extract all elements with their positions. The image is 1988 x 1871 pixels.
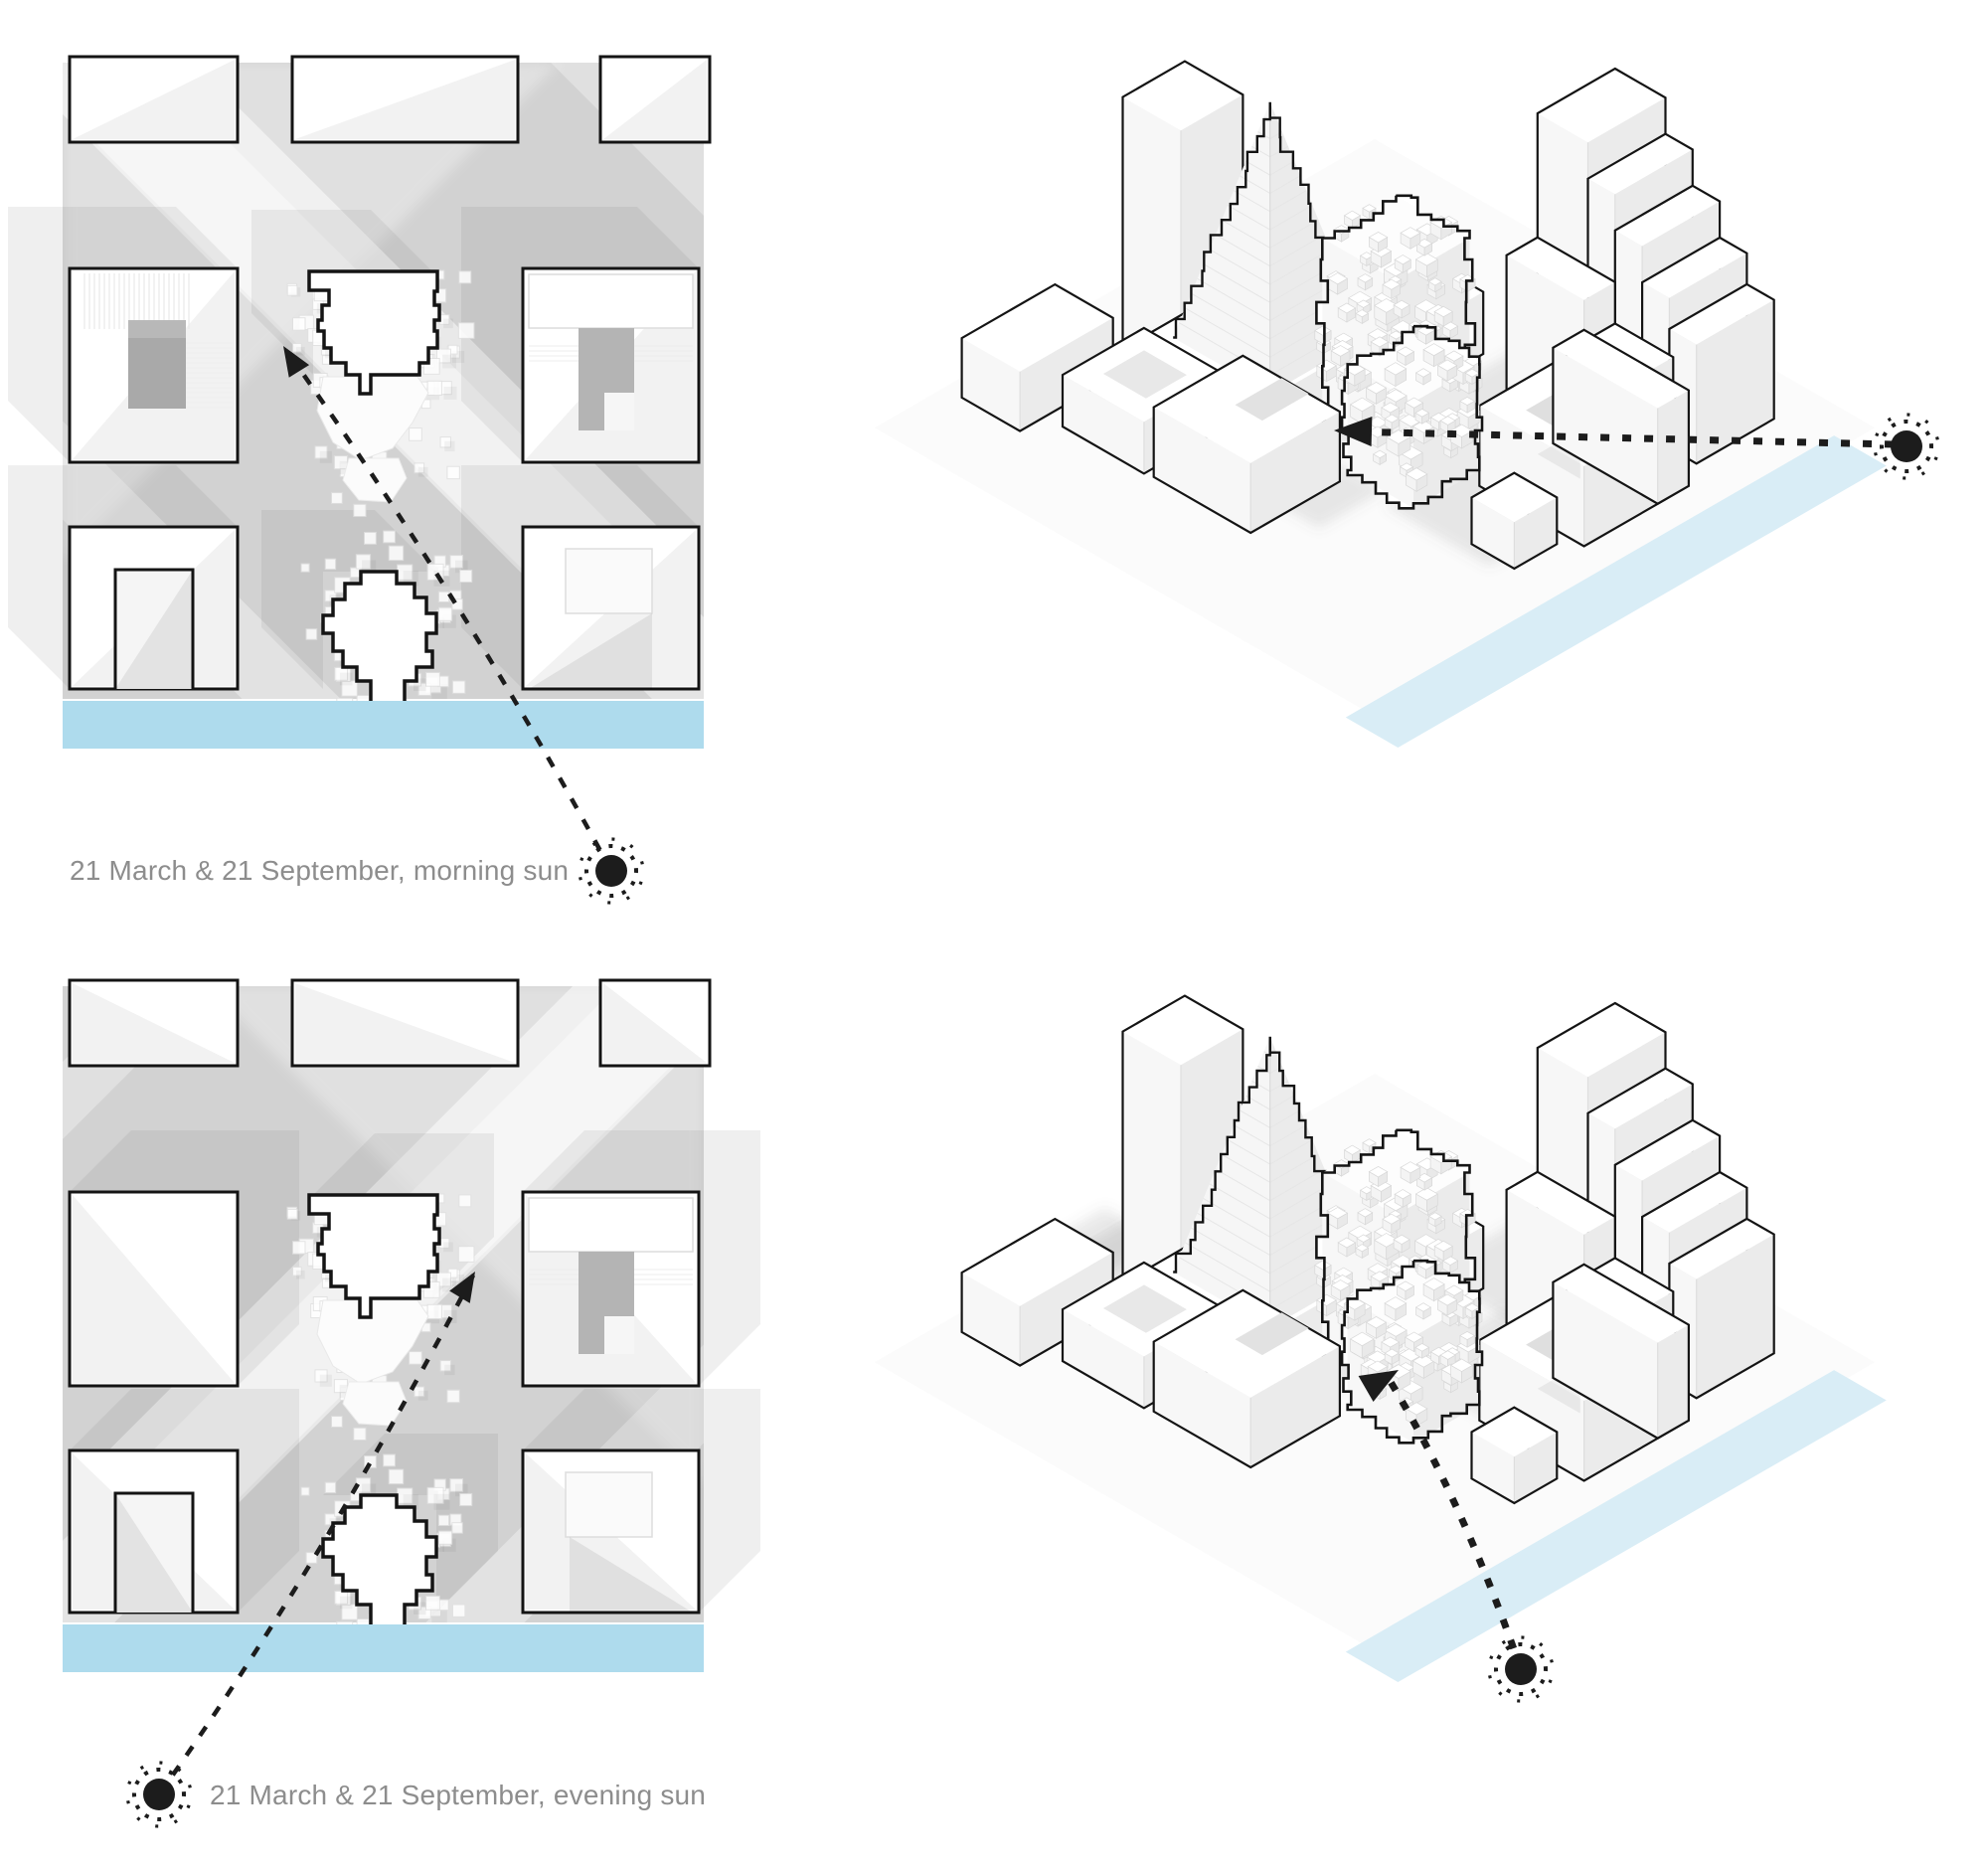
courtyard-block: [521, 266, 701, 464]
sun-ray-arrow: [1334, 416, 1895, 448]
sun-icon: [578, 837, 645, 905]
caption-evening-sun: 21 March & 21 September, evening sun: [210, 1780, 707, 1810]
pixelated-tower-small: [1335, 319, 1484, 510]
water-strip: [63, 1624, 704, 1672]
courtyard-block: [521, 525, 701, 691]
building-block: [598, 978, 712, 1068]
slot-building: [1152, 354, 1341, 535]
building-block: [68, 55, 240, 144]
courtyard-building-bar: [1552, 1263, 1691, 1440]
pixelated-tower-plan: [307, 269, 441, 503]
sun-ray-arrow: [157, 1270, 477, 1796]
arrowhead-icon: [283, 346, 310, 378]
courtyard-block: [521, 1448, 701, 1615]
courtyard-block: [521, 1190, 701, 1388]
building-block: [290, 978, 520, 1068]
arrowhead-icon: [1358, 1370, 1399, 1402]
building-block: [1470, 471, 1559, 571]
arrowhead-icon: [1334, 416, 1373, 446]
arch-block: [68, 1448, 240, 1615]
building-block: [1470, 1406, 1559, 1505]
sun-ray-arrow: [1358, 1370, 1525, 1671]
axon-view-evening: [874, 994, 1887, 1703]
building-block: [68, 978, 240, 1068]
plan-view-morning: [0, 0, 930, 911]
pixelated-tower-plan: [307, 1193, 441, 1427]
plan-view-evening: [0, 703, 947, 1834]
arrowhead-icon: [449, 1272, 475, 1303]
building-block: [598, 55, 712, 144]
sun-ray-arrow: [281, 344, 613, 873]
arch-block: [68, 525, 240, 691]
caption-morning-sun: 21 March & 21 September, morning sun: [70, 855, 570, 886]
courtyard-building-bar: [1552, 328, 1691, 505]
water-strip: [1345, 435, 1887, 748]
slot-building: [1152, 1288, 1341, 1469]
sun-icon: [125, 1761, 193, 1828]
pixelated-tower-small: [1335, 1254, 1484, 1445]
courtyard-block: [68, 266, 240, 464]
water-strip: [1345, 1370, 1887, 1682]
sun-icon: [1873, 413, 1940, 480]
water-strip: [63, 701, 704, 749]
sun-icon: [1487, 1635, 1555, 1703]
building-block: [290, 55, 520, 144]
axon-view-morning: [874, 60, 1940, 748]
